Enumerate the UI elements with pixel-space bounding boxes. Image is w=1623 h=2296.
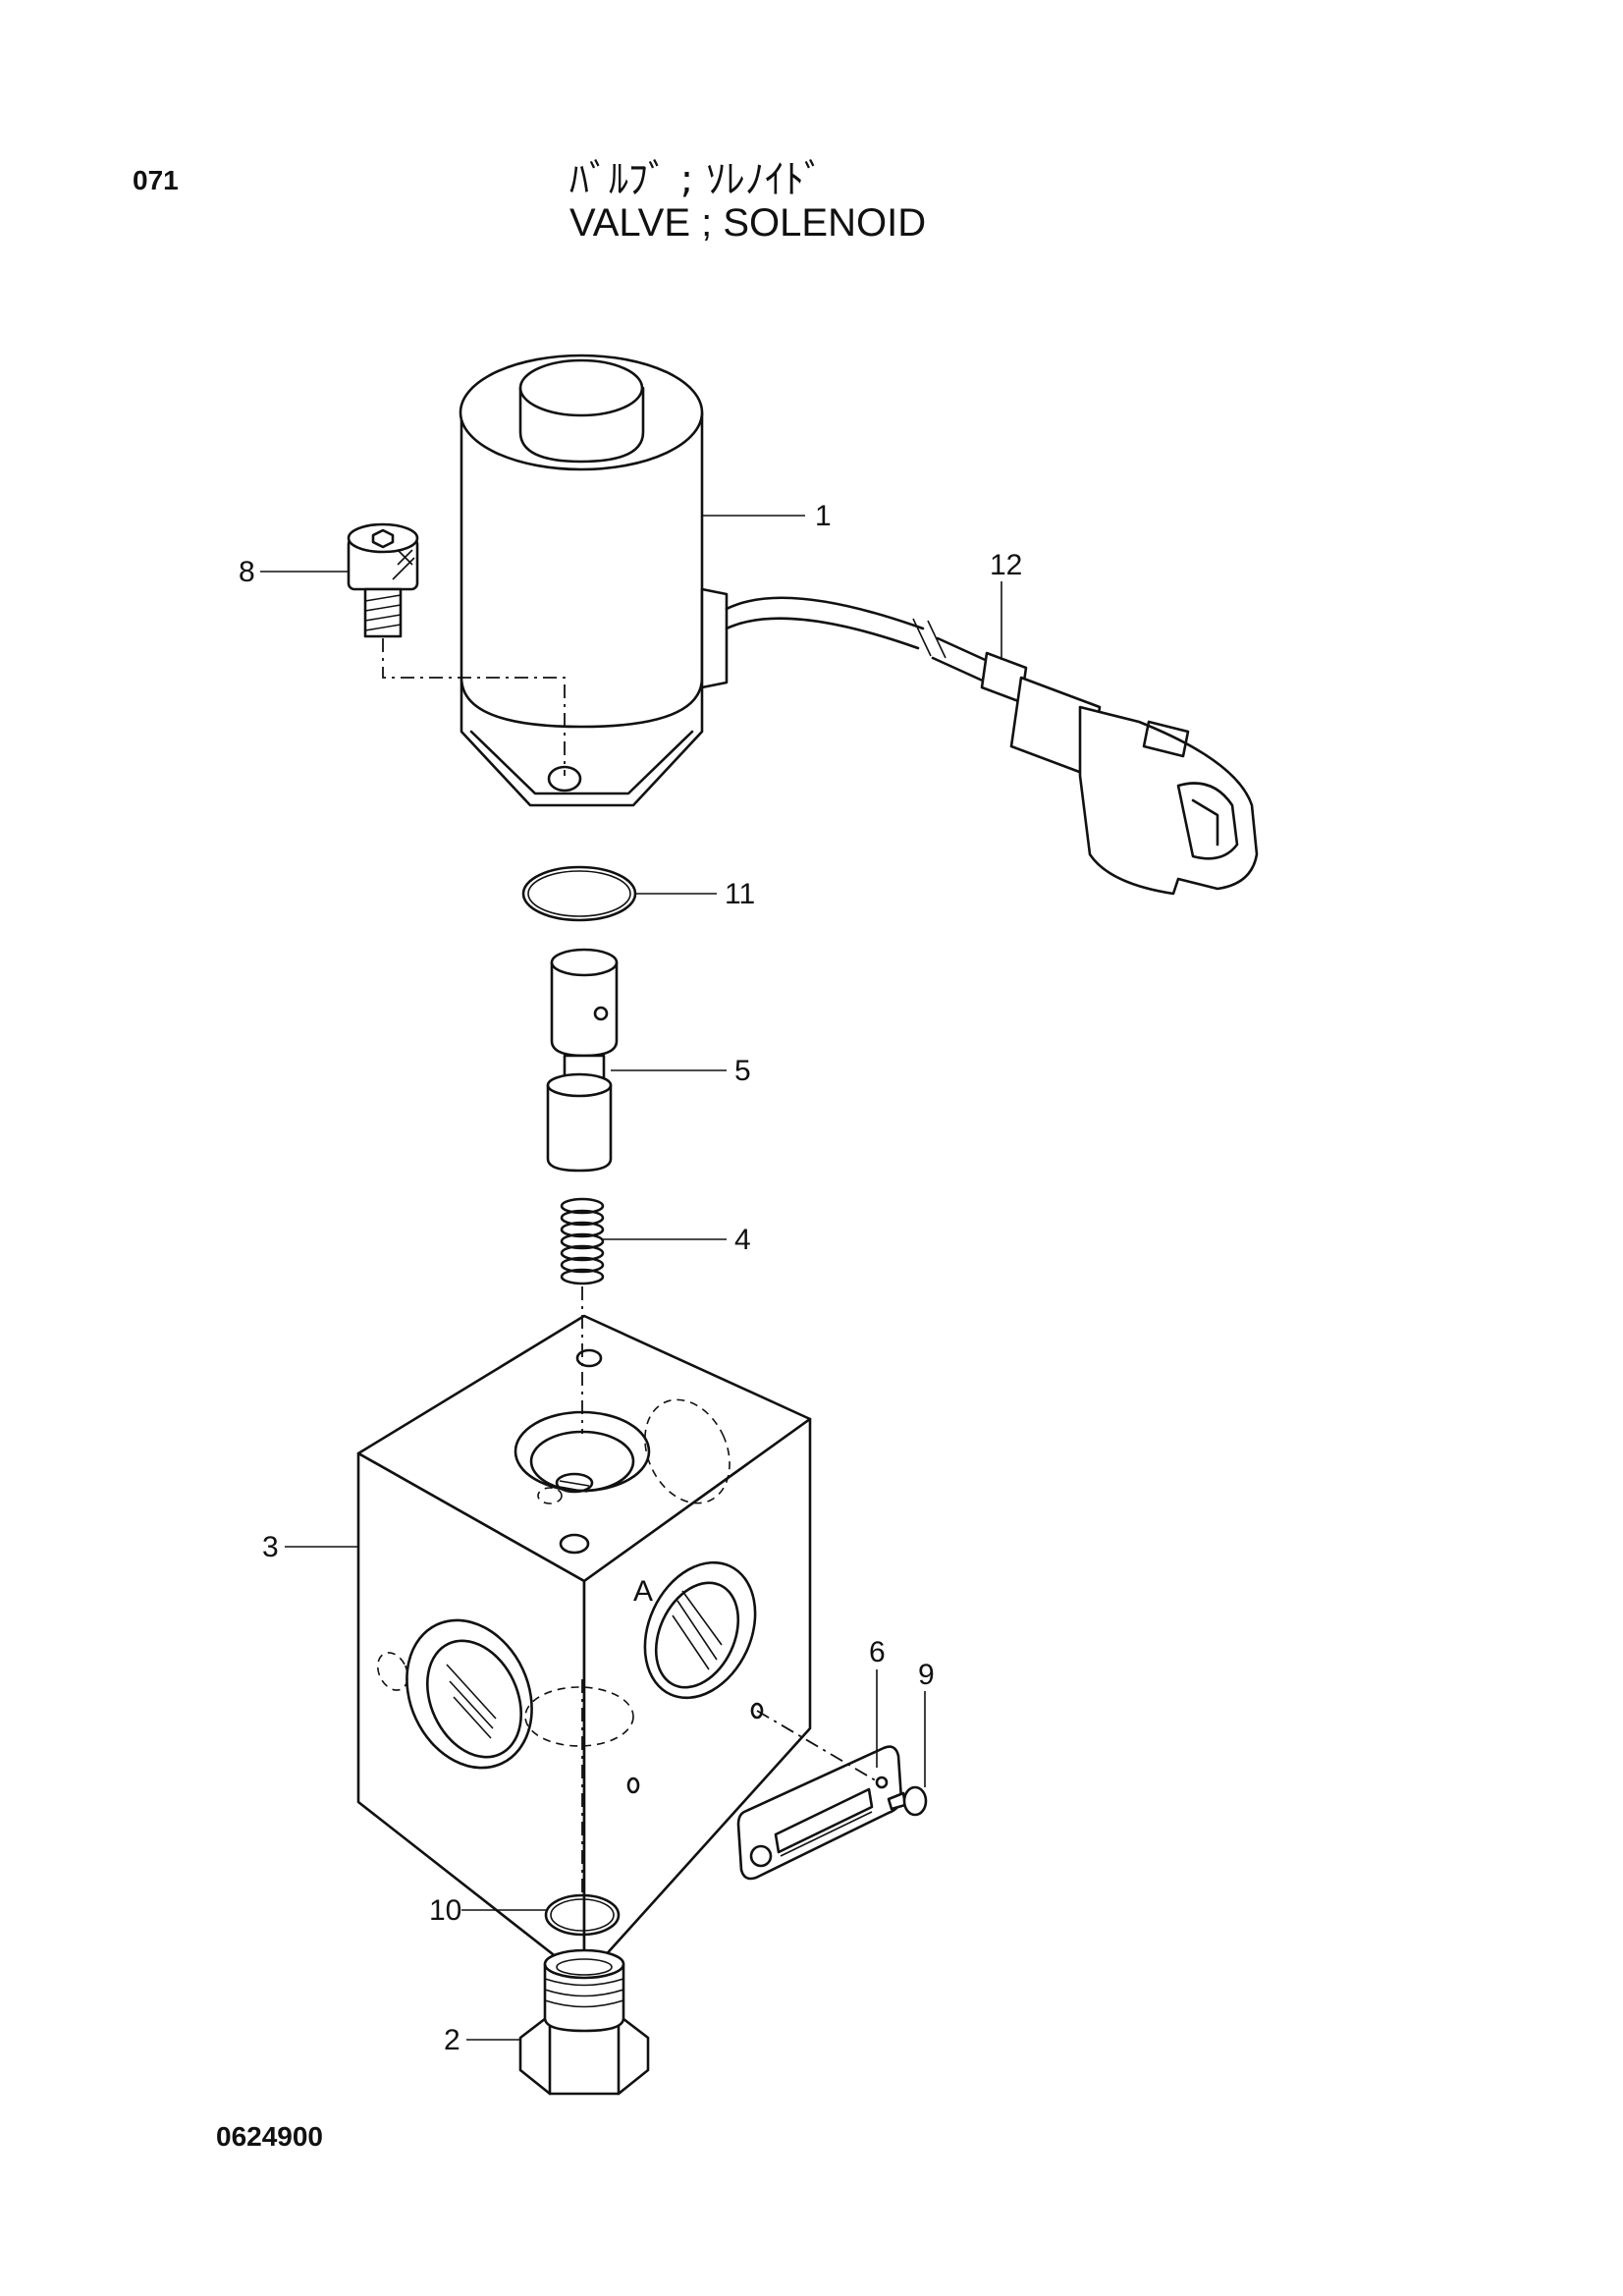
drive-screw [887,1785,928,1817]
o-ring-11 [521,865,637,922]
callout-2: 2 [444,2024,460,2056]
callout-9: 9 [918,1659,935,1691]
drawing-number: 0624900 [216,2121,324,2152]
solenoid-coil [459,354,729,807]
plug [518,1948,650,2096]
page-number: 071 [133,165,179,195]
title-english: VALVE ; SOLENOID [569,201,927,245]
leader-lines [260,515,1002,2041]
callout-3: 3 [262,1531,279,1563]
callout-1: 1 [815,500,832,532]
callout-8: 8 [239,556,255,588]
callout-4: 4 [734,1224,751,1256]
spring [560,1197,605,1285]
o-ring-10 [544,1893,621,1937]
callout-6: 6 [869,1636,886,1668]
name-plate [736,1745,903,1881]
callout-11: 11 [725,878,755,910]
port-label-a: A [633,1575,653,1608]
socket-head-bolt [347,522,419,638]
cable-connector [725,596,1259,896]
callout-10: 10 [429,1894,461,1927]
valve-block: A [356,1314,812,1981]
callout-12: 12 [990,549,1022,581]
spool [546,948,619,1173]
callout-5: 5 [734,1055,751,1087]
title-japanese: ﾊﾞﾙﾌﾞ ; ｿﾚﾉｲﾄﾞ [569,157,824,202]
